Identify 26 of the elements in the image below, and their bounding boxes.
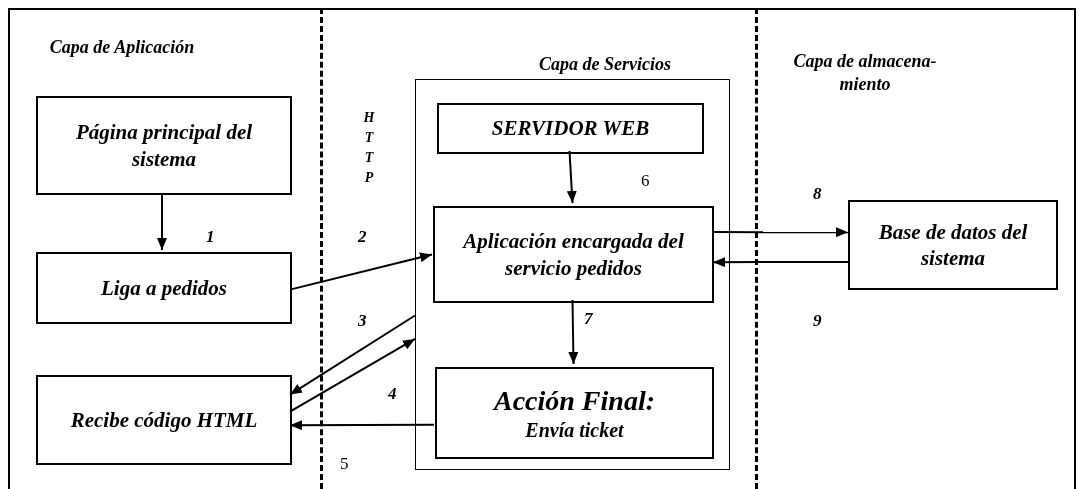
layer-column: [758, 8, 1076, 489]
layer-title: Capa de almacena-miento: [792, 50, 938, 97]
process-box: Liga a pedidos: [36, 252, 292, 324]
edge-label: 7: [584, 310, 593, 327]
edge-label: 1: [206, 228, 215, 245]
process-box: Recibe código HTML: [36, 375, 292, 465]
protocol-label: HTTP: [362, 109, 376, 187]
process-box: Base de datos del sistema: [848, 200, 1058, 290]
edge-label: 2: [358, 228, 367, 245]
layer-column: [8, 8, 323, 489]
edge-label: 6: [641, 172, 650, 189]
edge-label: 8: [813, 185, 822, 202]
process-box: SERVIDOR WEB: [437, 103, 704, 154]
layer-column: [323, 8, 758, 489]
heading: Acción Final:: [494, 384, 655, 418]
edge-label: 4: [388, 385, 397, 402]
edge-label: 9: [813, 312, 822, 329]
process-box: Página principal del sistema: [36, 96, 292, 195]
body-text: Envía ticket: [525, 418, 624, 443]
layer-title: Capa de Aplicación: [48, 36, 196, 59]
container-box: [415, 79, 730, 470]
edge-label: 3: [358, 312, 367, 329]
layer-title: Capa de Servicios: [538, 53, 672, 76]
edge-label: 5: [340, 455, 349, 472]
process-box: Aplicación encargada del servicio pedidos: [433, 206, 714, 303]
process-box: [435, 367, 714, 459]
